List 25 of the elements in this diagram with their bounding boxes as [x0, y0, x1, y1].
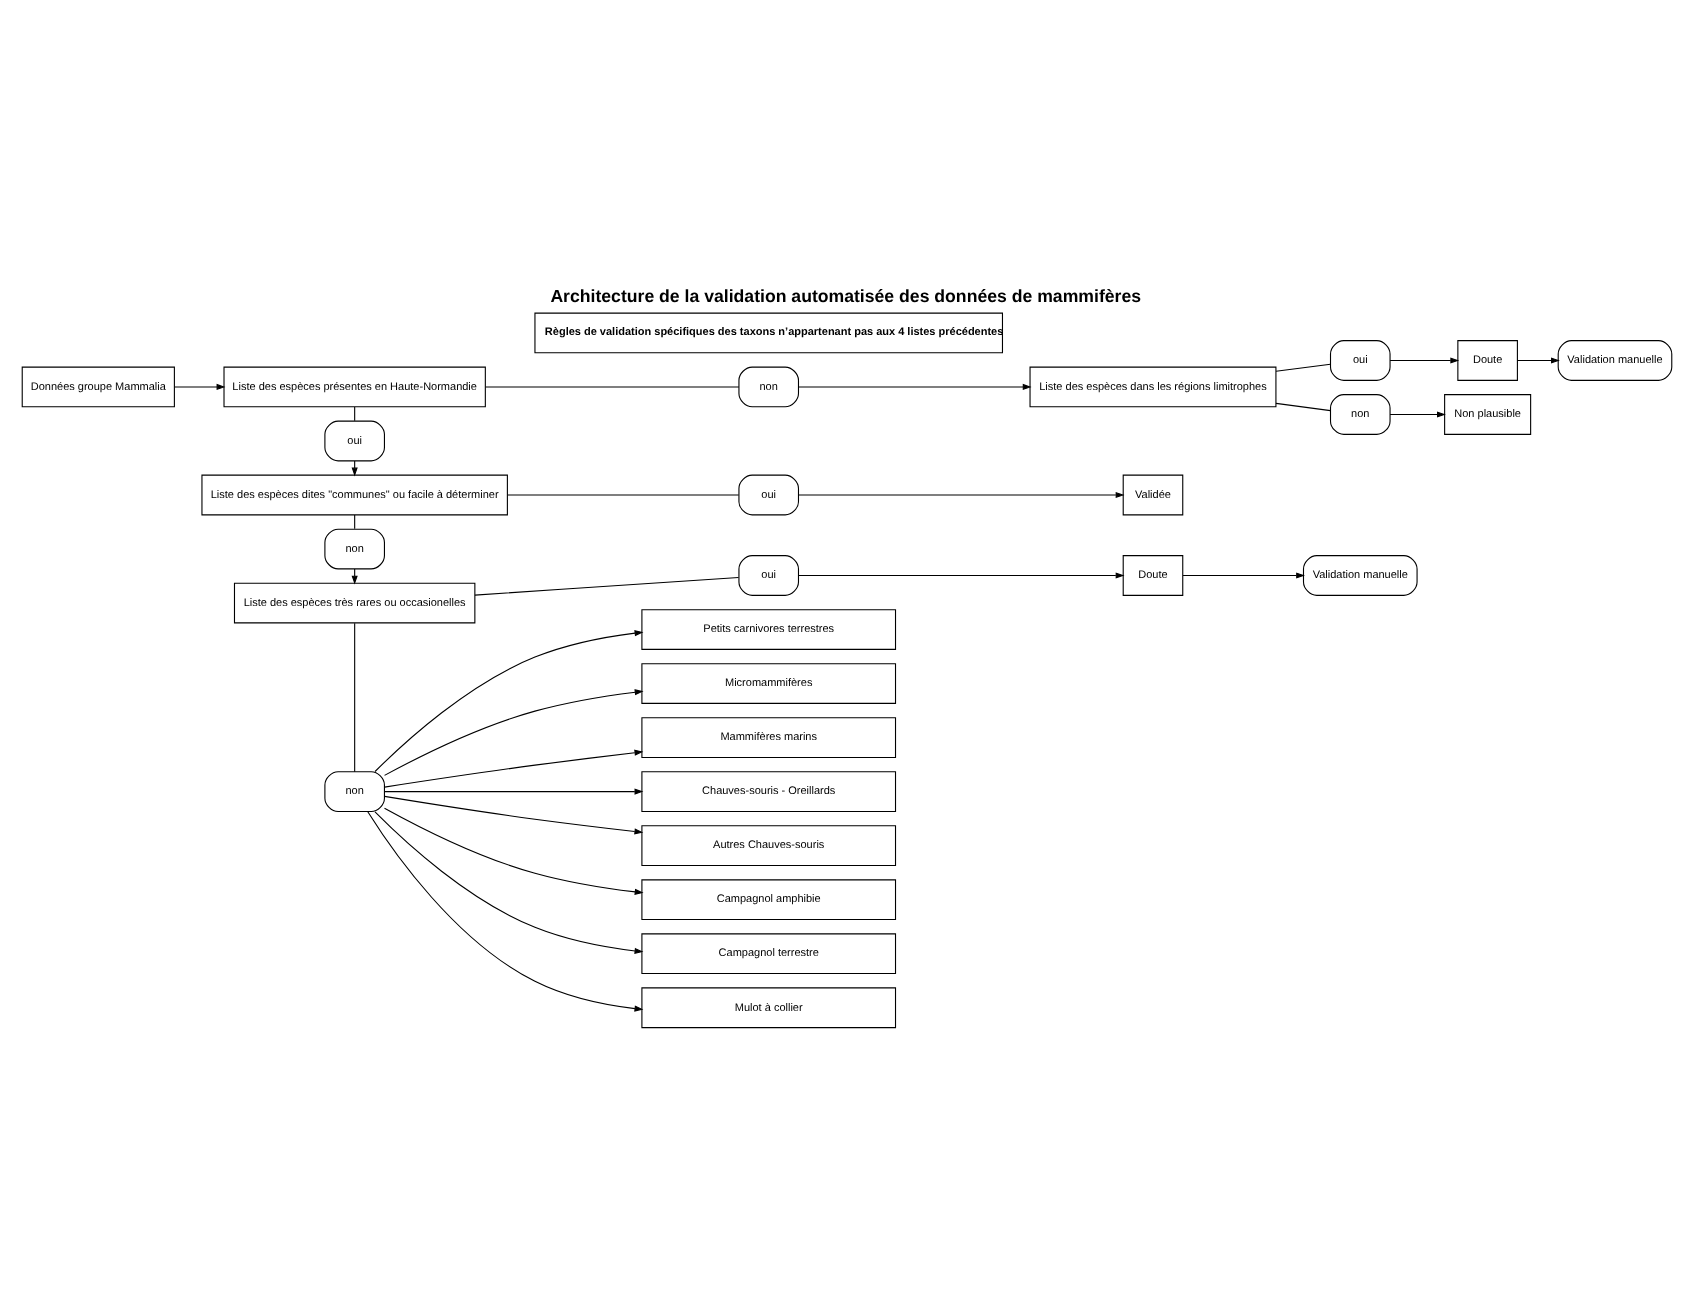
arrow	[1389, 356, 1460, 363]
connector	[354, 621, 356, 772]
arrow	[798, 382, 1032, 390]
arrow	[798, 571, 1125, 578]
connector	[1275, 401, 1331, 411]
arrow	[383, 806, 644, 894]
diagram-title: Architecture de la validation automatisée des données de mammifères	[550, 284, 1142, 305]
arrow	[1182, 571, 1305, 578]
connector	[507, 493, 740, 495]
arrow	[367, 810, 644, 1011]
connector	[354, 513, 356, 529]
arrow	[798, 490, 1125, 498]
connector	[1275, 362, 1331, 371]
arrow	[1516, 356, 1560, 363]
arrow	[384, 748, 644, 787]
arrow	[384, 794, 644, 834]
connector	[354, 405, 356, 421]
arrow	[384, 688, 644, 775]
arrow	[1389, 410, 1446, 417]
arrow	[374, 810, 644, 953]
connector	[474, 575, 740, 595]
arrow	[384, 787, 644, 794]
arrow	[374, 629, 644, 772]
connector	[484, 385, 740, 387]
arrow	[174, 382, 226, 390]
